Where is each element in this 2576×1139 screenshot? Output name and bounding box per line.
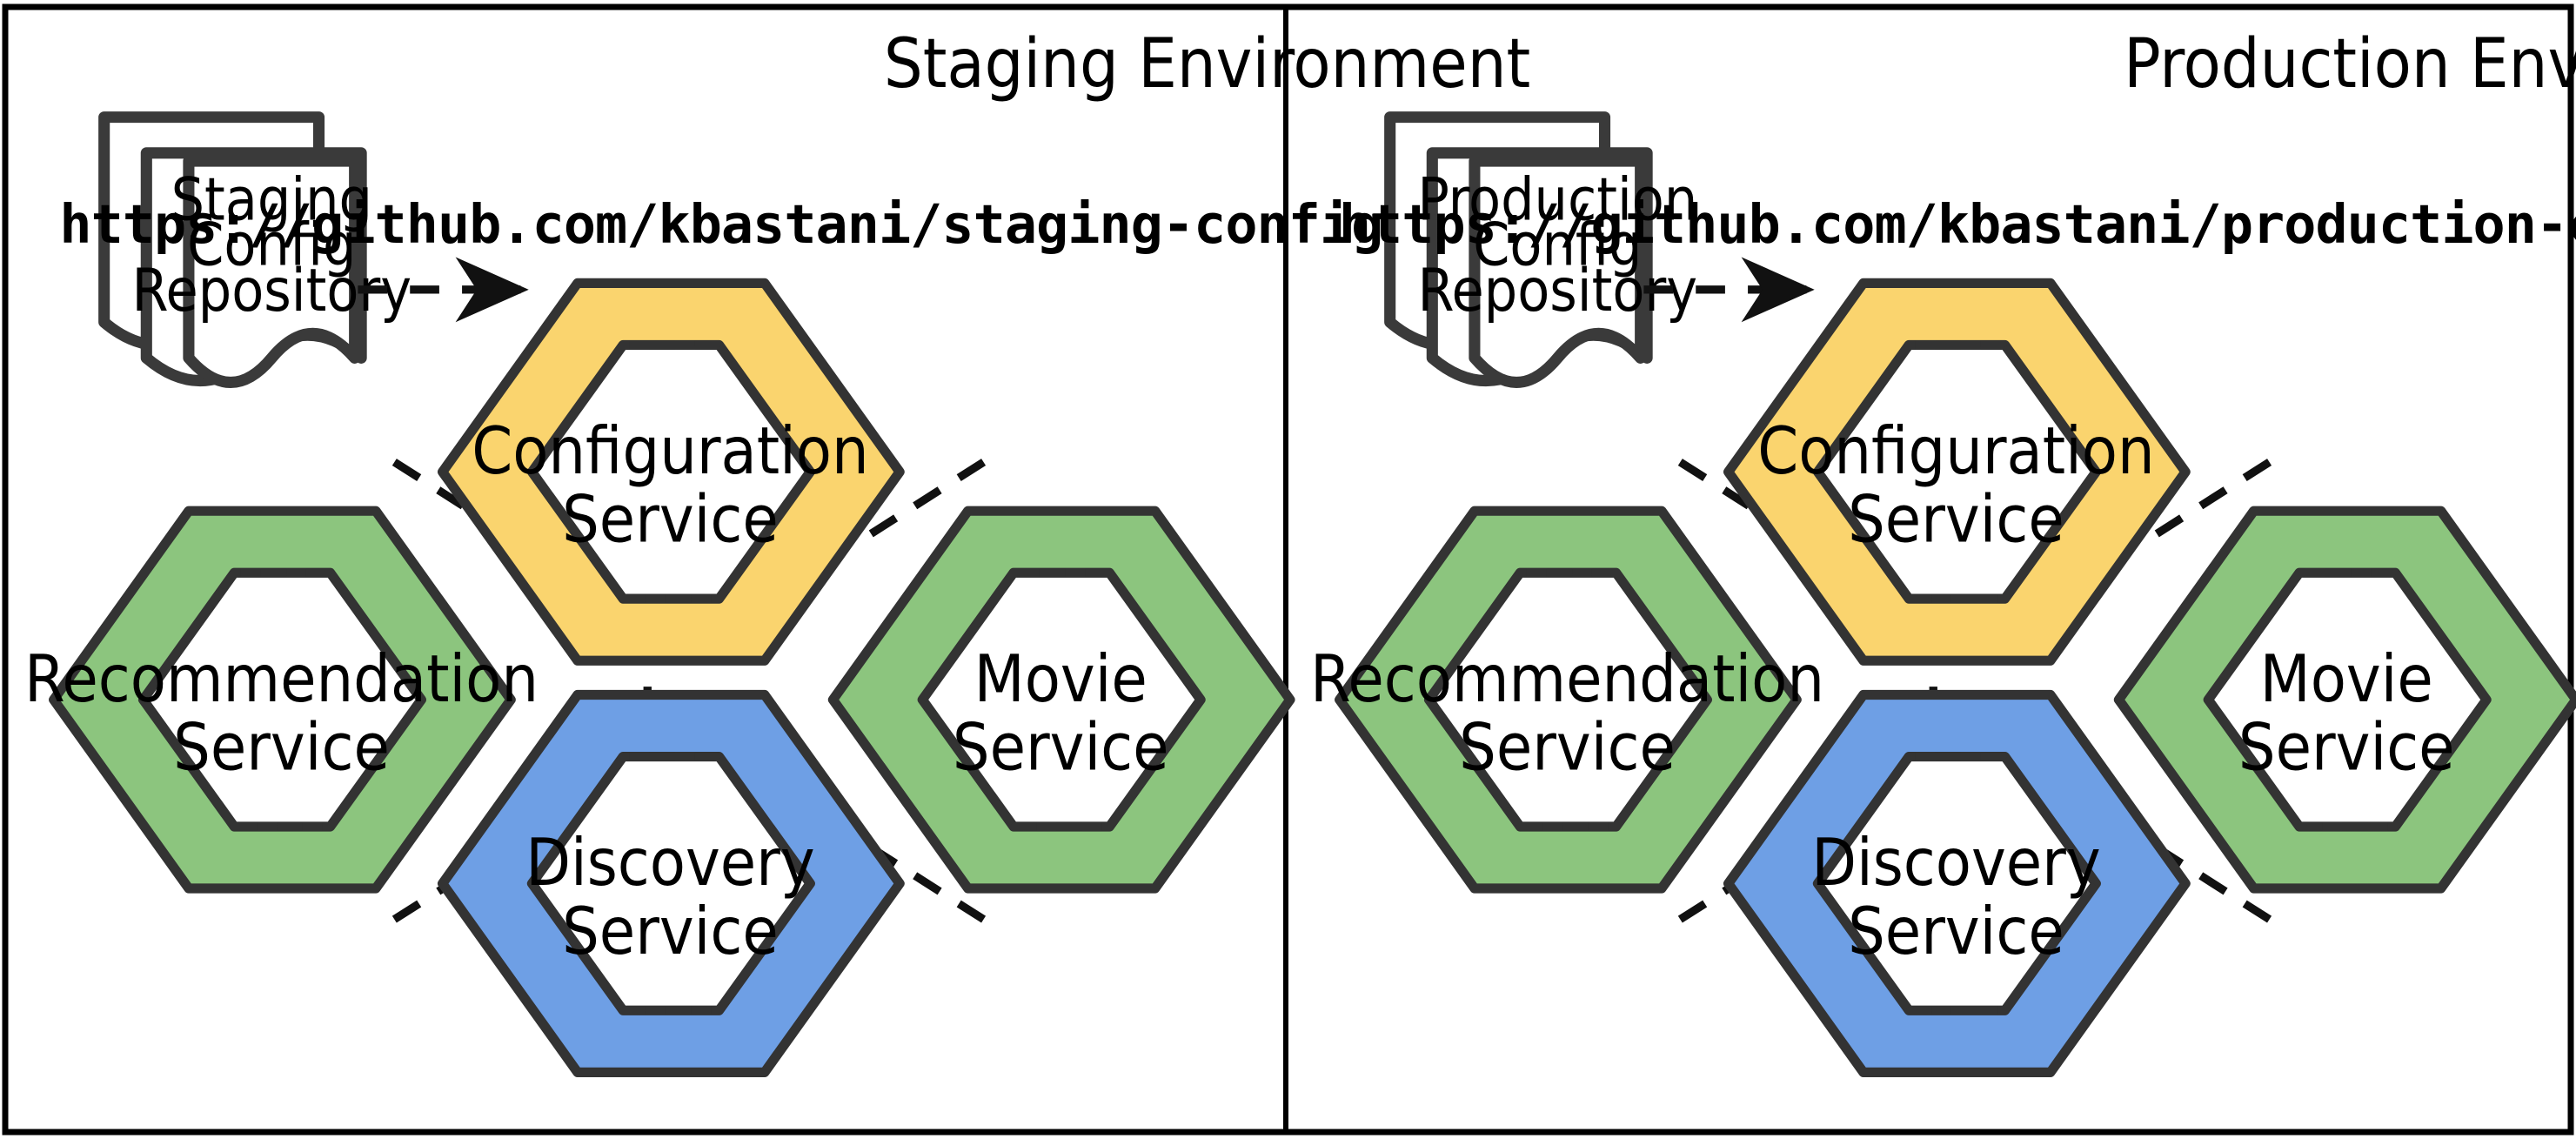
panel-staging: Staging Environment Staging Config Repos… xyxy=(24,23,1530,1077)
service-hex-recommendation-service[interactable]: Recommendation Service xyxy=(24,506,539,894)
hex-label-recommendation-line1: Recommendation xyxy=(24,641,539,717)
panel-title-staging: Staging Environment xyxy=(884,23,1530,104)
panel-production: Production Environment Production Config… xyxy=(1310,23,2576,1077)
hex-label-configuration-line2: Service xyxy=(1848,482,2064,558)
repository-url-production: https://github.com/kbastani/production-c… xyxy=(1339,193,2576,256)
repository-url-staging: https://github.com/kbastani/staging-conf… xyxy=(59,193,1509,256)
service-hex-configuration-service[interactable]: Configuration Service xyxy=(438,278,905,666)
hex-label-discovery-line2: Service xyxy=(562,894,779,969)
hex-inner-dash-recommendation xyxy=(137,568,427,831)
panel-title-production: Production Environment xyxy=(2124,23,2576,104)
hex-inner-dash-recommendation xyxy=(1423,568,1713,831)
hex-inner-dash-movie xyxy=(917,568,1206,831)
service-hex-movie-service[interactable]: Movie Service xyxy=(827,506,1295,894)
document-stack-icon xyxy=(1384,111,1653,388)
link-configuration-movie xyxy=(868,459,987,538)
repository-label-line2: Config xyxy=(187,211,356,279)
hex-label-movie-line2: Service xyxy=(2238,709,2455,785)
service-hex-discovery-service[interactable]: Discovery Service xyxy=(438,689,905,1077)
staging-config-connector: https://github.com/kbastani/staging-conf… xyxy=(59,193,1509,323)
hex-label-recommendation-line2: Service xyxy=(173,709,390,785)
document-sheet-front xyxy=(1469,155,1647,388)
hex-inner-dash-movie xyxy=(2203,568,2492,831)
link-configuration-movie xyxy=(2154,459,2272,538)
link-discovery-movie xyxy=(868,844,987,923)
hex-inner-dash-discovery xyxy=(1812,752,2102,1015)
hex-inner-dash-configuration xyxy=(1812,340,2102,603)
link-discovery-movie xyxy=(2154,844,2272,923)
hex-label-recommendation-line1: Recommendation xyxy=(1310,641,1824,717)
hex-label-movie-line1: Movie xyxy=(2260,641,2433,717)
repository-label-line2: Config xyxy=(1473,211,1642,279)
hex-label-recommendation-line2: Service xyxy=(1459,709,1676,785)
hex-label-discovery-line1: Discovery xyxy=(525,825,814,901)
hex-inner-dash-configuration xyxy=(526,340,816,603)
document-sheet-front xyxy=(183,155,361,388)
hex-label-discovery-line2: Service xyxy=(1848,894,2064,969)
repository-label-line1: Staging xyxy=(171,165,372,233)
production-config-connector: https://github.com/kbastani/production-c… xyxy=(1339,193,2576,323)
hex-label-movie-line2: Service xyxy=(953,709,1169,785)
hex-label-movie-line1: Movie xyxy=(974,641,1147,717)
service-hex-movie-service[interactable]: Movie Service xyxy=(2113,506,2576,894)
service-hex-configuration-service[interactable]: Configuration Service xyxy=(1723,278,2191,666)
document-stack-icon xyxy=(98,111,367,388)
repository-label-line1: Production xyxy=(1417,165,1697,233)
hex-label-configuration-line1: Configuration xyxy=(1757,413,2154,489)
hex-label-configuration-line2: Service xyxy=(562,482,779,558)
service-hex-discovery-service[interactable]: Discovery Service xyxy=(1723,689,2191,1077)
hex-inner-dash-discovery xyxy=(526,752,816,1015)
staging-config-repository[interactable]: Staging Config Repository xyxy=(98,111,411,388)
hex-label-configuration-line1: Configuration xyxy=(472,413,868,489)
production-config-repository[interactable]: Production Config Repository xyxy=(1384,111,1698,388)
service-hex-recommendation-service[interactable]: Recommendation Service xyxy=(1310,506,1824,894)
hex-label-discovery-line1: Discovery xyxy=(1811,825,2100,901)
